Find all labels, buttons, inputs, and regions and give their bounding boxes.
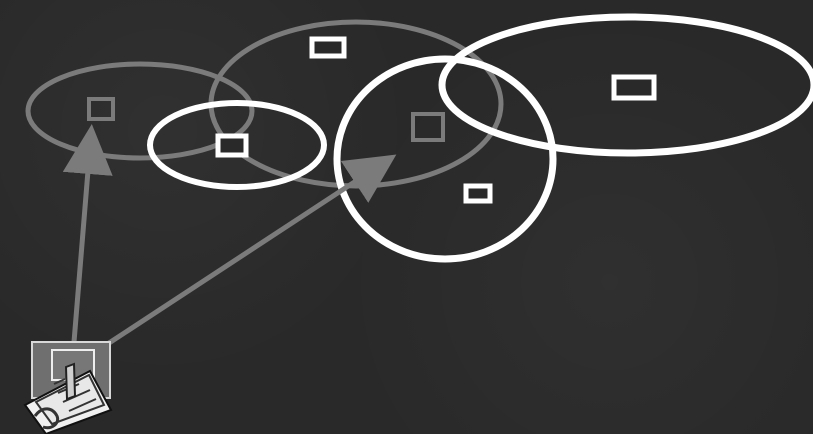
gray-node-middle — [413, 114, 443, 140]
white-node-top — [312, 39, 344, 56]
arrow-to-left-gray-node — [74, 134, 91, 342]
white-node-small-ellipse — [218, 136, 246, 155]
white-node-middle — [466, 186, 490, 201]
white-node-right — [614, 77, 654, 98]
laptop-computer-icon — [25, 342, 111, 434]
gray-node-left — [89, 99, 113, 119]
